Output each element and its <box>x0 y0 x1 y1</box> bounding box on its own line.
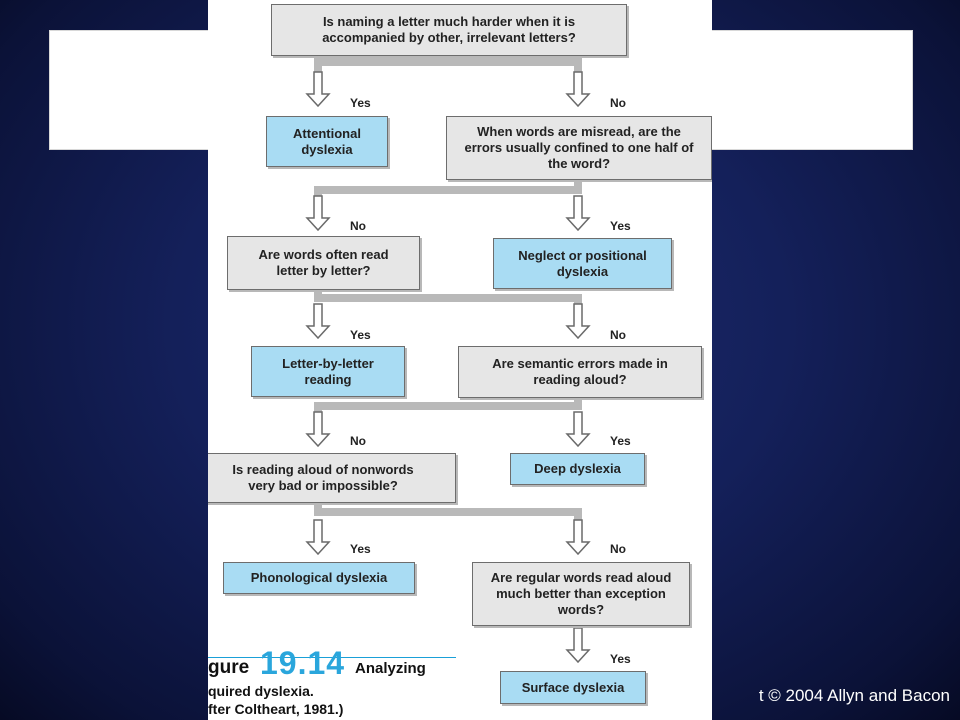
arrow-yes-2 <box>566 195 590 231</box>
question-4: Are semantic errors made in reading alou… <box>458 346 702 398</box>
arrow-yes-5 <box>306 519 330 555</box>
flow-arrows <box>306 58 590 663</box>
arrow-no-3 <box>566 303 590 339</box>
result-attentional-dyslexia: Attentional dyslexia <box>266 116 388 167</box>
result-deep-dyslexia: Deep dyslexia <box>510 453 645 485</box>
label-yes-1: Yes <box>350 96 371 110</box>
arrow-yes-6 <box>566 627 590 663</box>
arrow-yes-4 <box>566 411 590 447</box>
label-yes-2: Yes <box>610 219 631 233</box>
question-3: Are words often read letter by letter? <box>227 236 420 290</box>
label-yes-6: Yes <box>610 652 631 666</box>
caption-line-3: fter Coltheart, 1981.) <box>208 701 344 717</box>
label-no-1: No <box>610 96 626 110</box>
figure-label: gure <box>208 657 250 678</box>
label-no-2: No <box>350 219 366 233</box>
caption-rule <box>208 657 456 658</box>
label-no-4: No <box>350 434 366 448</box>
result-letter-by-letter: Letter-by-letter reading <box>251 346 405 397</box>
question-5: Is reading aloud of nonwords very bad or… <box>208 453 456 503</box>
arrow-yes-3 <box>306 303 330 339</box>
label-no-3: No <box>610 328 626 342</box>
caption-line-2: quired dyslexia. <box>208 683 314 699</box>
question-2: When words are misread, are the errors u… <box>446 116 712 180</box>
flowchart-figure: Is naming a letter much harder when it i… <box>208 0 712 720</box>
arrow-no-2 <box>306 195 330 231</box>
caption-title: Analyzing <box>355 660 426 677</box>
result-surface-dyslexia: Surface dyslexia <box>500 671 646 704</box>
question-6: Are regular words read aloud much better… <box>472 562 690 626</box>
copyright-footer: t © 2004 Allyn and Bacon <box>758 686 950 705</box>
connector-2 <box>314 180 582 196</box>
arrow-no-4 <box>306 411 330 447</box>
connector-1 <box>314 58 582 72</box>
arrow-no-1 <box>566 71 590 107</box>
arrow-yes-1 <box>306 71 330 107</box>
connector-4 <box>314 398 582 412</box>
label-no-5: No <box>610 542 626 556</box>
connector-3 <box>314 290 582 304</box>
arrow-no-5 <box>566 519 590 555</box>
label-yes-4: Yes <box>610 434 631 448</box>
label-yes-5: Yes <box>350 542 371 556</box>
label-yes-3: Yes <box>350 328 371 342</box>
result-neglect-dyslexia: Neglect or positional dyslexia <box>493 238 672 289</box>
result-phonological-dyslexia: Phonological dyslexia <box>223 562 415 594</box>
question-1: Is naming a letter much harder when it i… <box>271 4 627 56</box>
connector-5 <box>314 503 582 520</box>
figure-number: 19.14 <box>260 645 346 681</box>
